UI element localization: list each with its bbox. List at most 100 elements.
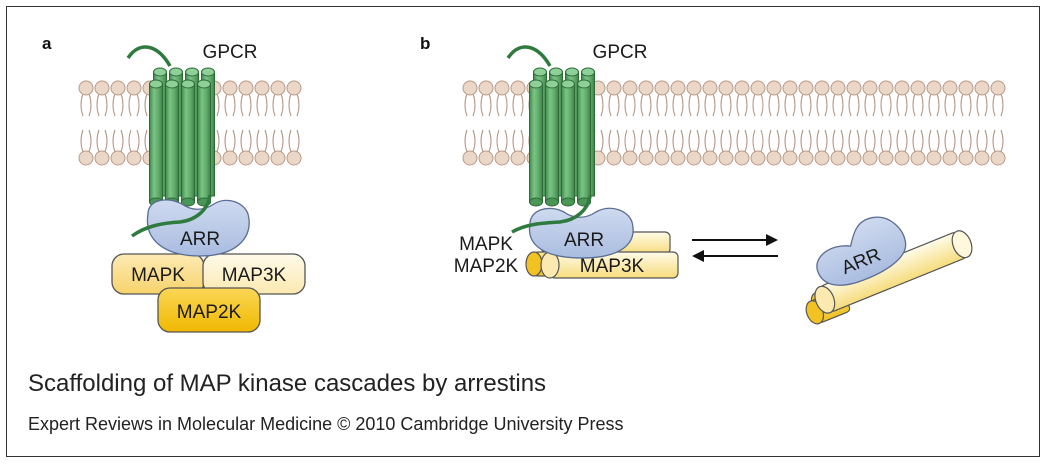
lipid-b-tail	[464, 93, 476, 117]
lipid-b-head	[702, 150, 718, 166]
lipid-b-tail	[896, 93, 908, 117]
gpcr-a-helix-top	[169, 67, 183, 77]
lipid-b-tail	[672, 129, 684, 153]
map2k-b-label: MAP2K	[454, 256, 519, 277]
lipid-b-head	[782, 80, 798, 96]
lipid-b-head	[878, 150, 894, 166]
lipid-a-tail	[112, 129, 124, 153]
lipid-a-head	[78, 80, 94, 96]
lipid-b-head	[462, 150, 478, 166]
lipid-a-head	[270, 80, 286, 96]
lipid-b-tail	[944, 93, 956, 117]
lipid-b-head	[686, 80, 702, 96]
lipid-b-tail	[640, 93, 652, 117]
lipid-b-head	[990, 80, 1006, 96]
lipid-a-tail	[96, 129, 108, 153]
lipid-a-head	[254, 150, 270, 166]
lipid-b-tail	[896, 129, 908, 153]
gpcr-b-helix-top	[529, 79, 543, 89]
gpcr-a-helix-top	[185, 67, 199, 77]
lipid-b-tail	[736, 129, 748, 153]
lipid-b-tail	[480, 93, 492, 117]
panel-a-label: a	[42, 34, 52, 53]
lipid-b-head	[478, 80, 494, 96]
lipid-b-tail	[928, 129, 940, 153]
lipid-b-head	[510, 80, 526, 96]
lipid-b-head	[958, 150, 974, 166]
lipid-a-head	[238, 150, 254, 166]
lipid-b-head	[830, 150, 846, 166]
gpcr-b-helix	[529, 83, 543, 203]
lipid-b-tail	[928, 93, 940, 117]
lipid-b-head	[878, 80, 894, 96]
lipid-b-head	[926, 150, 942, 166]
mapk-a-label: MAPK	[131, 265, 185, 286]
gpcr-b-label: GPCR	[593, 42, 648, 63]
lipid-b-tail	[656, 93, 668, 117]
caption-credit: Expert Reviews in Molecular Medicine © 2…	[28, 414, 624, 434]
gpcr-a-helix-top	[181, 79, 195, 89]
lipid-b-head	[718, 150, 734, 166]
lipid-b-tail	[496, 129, 508, 153]
lipid-b-head	[990, 150, 1006, 166]
gpcr-a-helix	[181, 83, 195, 203]
map3k-a-label: MAP3K	[222, 265, 287, 286]
lipid-b-tail	[832, 93, 844, 117]
lipid-a-tail	[256, 129, 268, 153]
lipid-a-tail	[128, 129, 140, 153]
lipid-b-head	[910, 80, 926, 96]
lipid-b-tail	[848, 93, 860, 117]
lipid-a-head	[126, 80, 142, 96]
lipid-b-tail	[496, 93, 508, 117]
gpcr-b-c-tail	[511, 195, 592, 234]
lipid-b-tail	[864, 93, 876, 117]
lipid-b-head	[702, 80, 718, 96]
lipid-b-tail	[816, 129, 828, 153]
gpcr-a-helix	[197, 83, 211, 203]
lipid-b-head	[606, 150, 622, 166]
lipid-b-head	[686, 150, 702, 166]
gpcr-a-n-terminus	[126, 45, 172, 67]
arrestin-b-label: ARR	[564, 230, 604, 251]
lipid-b-tail	[976, 129, 988, 153]
lipid-b-tail	[832, 129, 844, 153]
lipid-b-head	[830, 80, 846, 96]
lipid-a-tail	[80, 93, 92, 117]
lipid-b-head	[478, 150, 494, 166]
lipid-b-tail	[480, 129, 492, 153]
lipid-b-tail	[512, 129, 524, 153]
caption-title: Scaffolding of MAP kinase cascades by ar…	[28, 370, 547, 397]
lipid-a-head	[126, 150, 142, 166]
gpcr-a-helix-top	[153, 67, 167, 77]
lipid-b-head	[510, 150, 526, 166]
gpcr-b-helix-bottom	[561, 197, 575, 207]
lipid-b-tail	[880, 129, 892, 153]
lipid-b-tail	[752, 129, 764, 153]
figure-frame	[6, 6, 1040, 457]
lipid-b-head	[798, 80, 814, 96]
gpcr-b-helix	[577, 83, 591, 203]
lipid-b-tail	[736, 93, 748, 117]
lipid-b-head	[894, 80, 910, 96]
lipid-b-tail	[752, 93, 764, 117]
lipid-b-tail	[624, 93, 636, 117]
lipid-b-tail	[720, 129, 732, 153]
equilibrium-arrows	[692, 234, 778, 262]
lipid-b-head	[638, 150, 654, 166]
gpcr-b-helix-top	[533, 67, 547, 77]
lipid-b-tail	[608, 93, 620, 117]
lipid-b-tail	[800, 129, 812, 153]
lipid-b-head	[846, 80, 862, 96]
lipid-b-head	[798, 150, 814, 166]
lipid-b-head	[670, 80, 686, 96]
lipid-b-tail	[960, 129, 972, 153]
lipid-b-head	[974, 80, 990, 96]
lipid-a-tail	[224, 129, 236, 153]
lipid-b-tail	[912, 129, 924, 153]
gpcr-a-label: GPCR	[203, 42, 258, 63]
mapk-b-label: MAPK	[459, 234, 513, 255]
lipid-b-head	[782, 150, 798, 166]
lipid-b-tail	[976, 93, 988, 117]
